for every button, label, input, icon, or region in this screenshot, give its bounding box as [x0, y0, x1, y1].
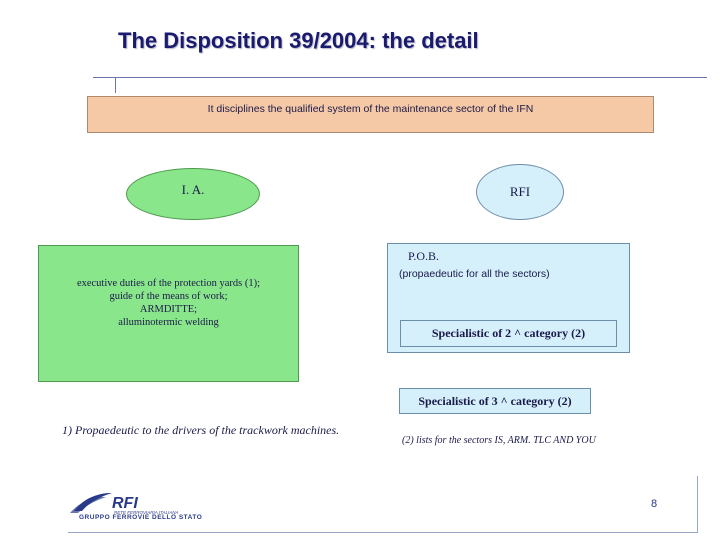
specialist-3-label: Specialistic of 3 ^ category (2): [418, 393, 572, 408]
banner-box: It disciplines the qualified system of t…: [87, 96, 654, 133]
pob-label: P.O.B.: [408, 249, 440, 263]
specialist-2-box: Specialistic of 2 ^ category (2): [400, 320, 617, 347]
rfi-logo-brand: RFI: [112, 495, 138, 512]
ia-ellipse: I. A.: [126, 168, 260, 220]
footnote-1: 1) Propaedeutic to the drivers of the tr…: [62, 423, 340, 437]
page-number: 8: [651, 498, 658, 510]
footnote-2: (2) lists for the sectors IS, ARM. TLC A…: [402, 435, 596, 446]
specialist-3-box: Specialistic of 3 ^ category (2): [399, 388, 591, 414]
banner-text: It disciplines the qualified system of t…: [207, 103, 534, 115]
title-rule: [93, 77, 707, 78]
ia-duty-item: alluminotermic welding: [118, 317, 219, 328]
ia-label: I. A.: [181, 182, 205, 197]
rfi-logo: RFI RETE FERROVIARIA ITALIANA: [70, 493, 179, 515]
ia-duty-item: guide of the means of work;: [109, 291, 228, 302]
rfi-logo-tagline: RETE FERROVIARIA ITALIANA: [114, 510, 179, 515]
specialist-2-label: Specialistic of 2 ^ category (2): [431, 326, 586, 340]
ia-duty-item: ARMDITTE;: [139, 304, 198, 315]
ia-duties-box: executive duties of the protection yards…: [38, 245, 299, 382]
title-rule-tick: [115, 77, 116, 93]
page-title: The Disposition 39/2004: the detail: [118, 28, 479, 53]
ia-duty-item: executive duties of the protection yards…: [76, 278, 261, 289]
rfi-logo-mark: [70, 493, 112, 513]
rfi-label: RFI: [509, 184, 531, 199]
footer-rule-vertical: [697, 476, 698, 532]
rfi-ellipse: RFI: [476, 164, 564, 220]
footer-rule: [68, 532, 698, 533]
pob-subtitle: (propaedeutic for all the sectors): [399, 268, 550, 280]
rfi-logo-group: GRUPPO FERROVIE DELLO STATO: [79, 514, 203, 521]
